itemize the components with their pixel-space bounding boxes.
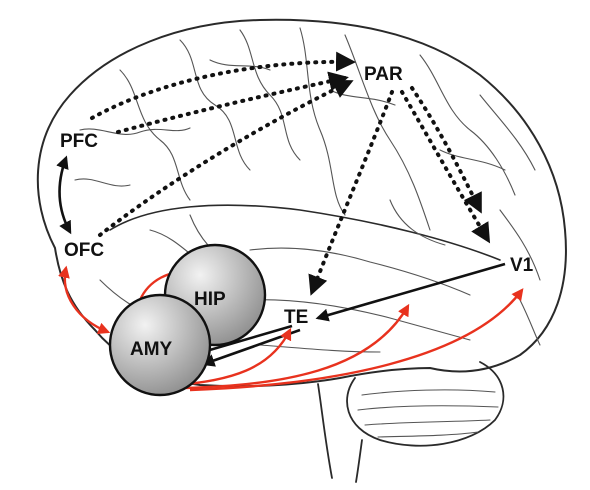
brainstem (317, 383, 363, 483)
label-amy: AMY (130, 339, 173, 360)
cerebellum (346, 361, 505, 447)
dotted-arrow-par-v1-a (400, 90, 491, 244)
label-ofc: OFC (64, 240, 104, 261)
label-te: TE (284, 307, 308, 328)
arrow-te-amy (193, 324, 293, 358)
label-v1: V1 (510, 255, 534, 276)
label-pfc: PFC (60, 131, 98, 152)
dotted-arrow-pfc-par-lower (116, 71, 349, 134)
arrow-v1-te (315, 262, 506, 322)
dotted-arrow-par-te (308, 90, 394, 296)
red-arrow-amy-te (177, 327, 292, 387)
dotted-arrow-ofc-par (98, 79, 354, 237)
arrow-pfc-ofc (56, 155, 72, 235)
label-par: PAR (364, 64, 403, 85)
red-arrow-amy-temporal (184, 303, 410, 390)
red-arrow-ofc-amy (58, 265, 111, 334)
label-hip: HIP (194, 289, 226, 310)
red-arrow-amy-v1 (189, 288, 524, 392)
amy-node (108, 293, 212, 397)
dotted-arrow-par-v1-b (410, 86, 482, 214)
dotted-connections (90, 51, 491, 296)
dotted-arrow-pfc-par (90, 51, 356, 120)
temporal-lobe-contour (109, 204, 501, 261)
cerebellum-folia (357, 389, 499, 438)
